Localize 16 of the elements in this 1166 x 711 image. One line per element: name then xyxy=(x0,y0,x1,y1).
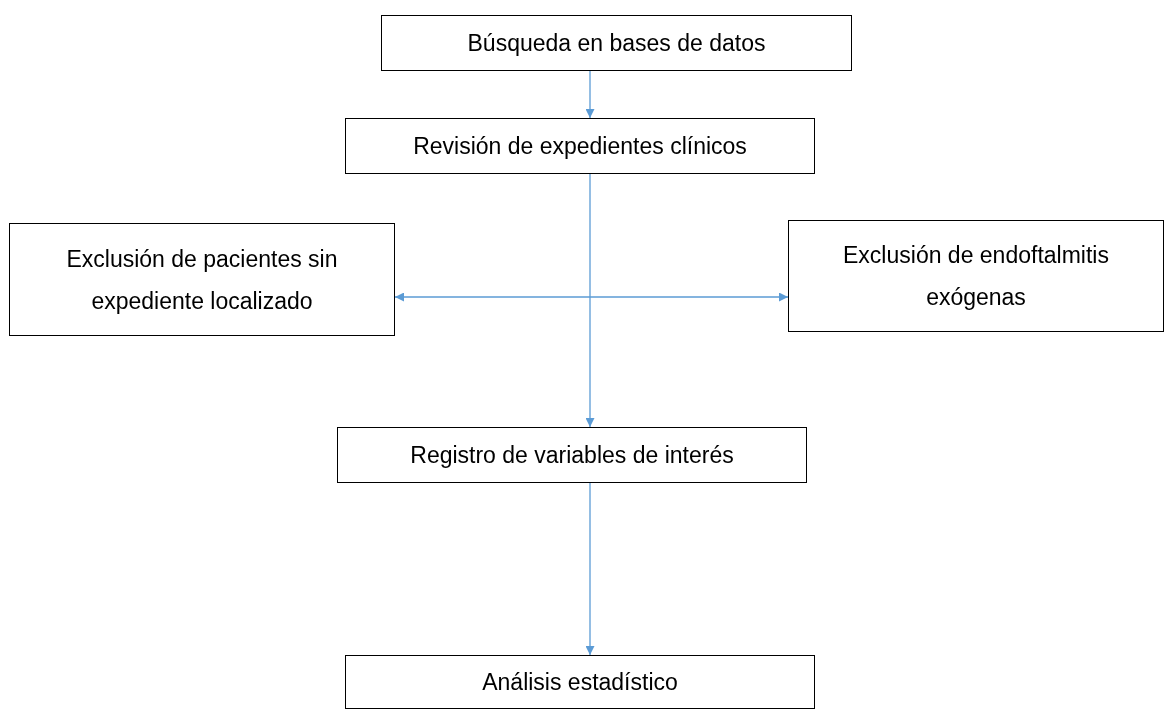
arrow xyxy=(585,70,595,119)
process-box xyxy=(345,655,815,709)
process-box xyxy=(345,118,815,174)
process-box xyxy=(9,223,395,336)
arrow xyxy=(585,482,595,656)
box-label: Revisión de expedientes clínicos xyxy=(413,132,747,160)
box-label: Análisis estadístico xyxy=(482,668,678,696)
process-box xyxy=(788,220,1164,332)
process-box xyxy=(381,15,852,71)
process-box xyxy=(337,427,807,483)
arrow xyxy=(585,173,595,428)
box-label: Exclusión de endoftalmitis exógenas xyxy=(842,241,1110,312)
box-label: Exclusión de pacientes sin expediente localizado xyxy=(65,244,339,316)
arrow xyxy=(394,292,789,302)
box-label: Búsqueda en bases de datos xyxy=(467,29,766,57)
box-label: Registro de variables de interés xyxy=(410,441,734,469)
